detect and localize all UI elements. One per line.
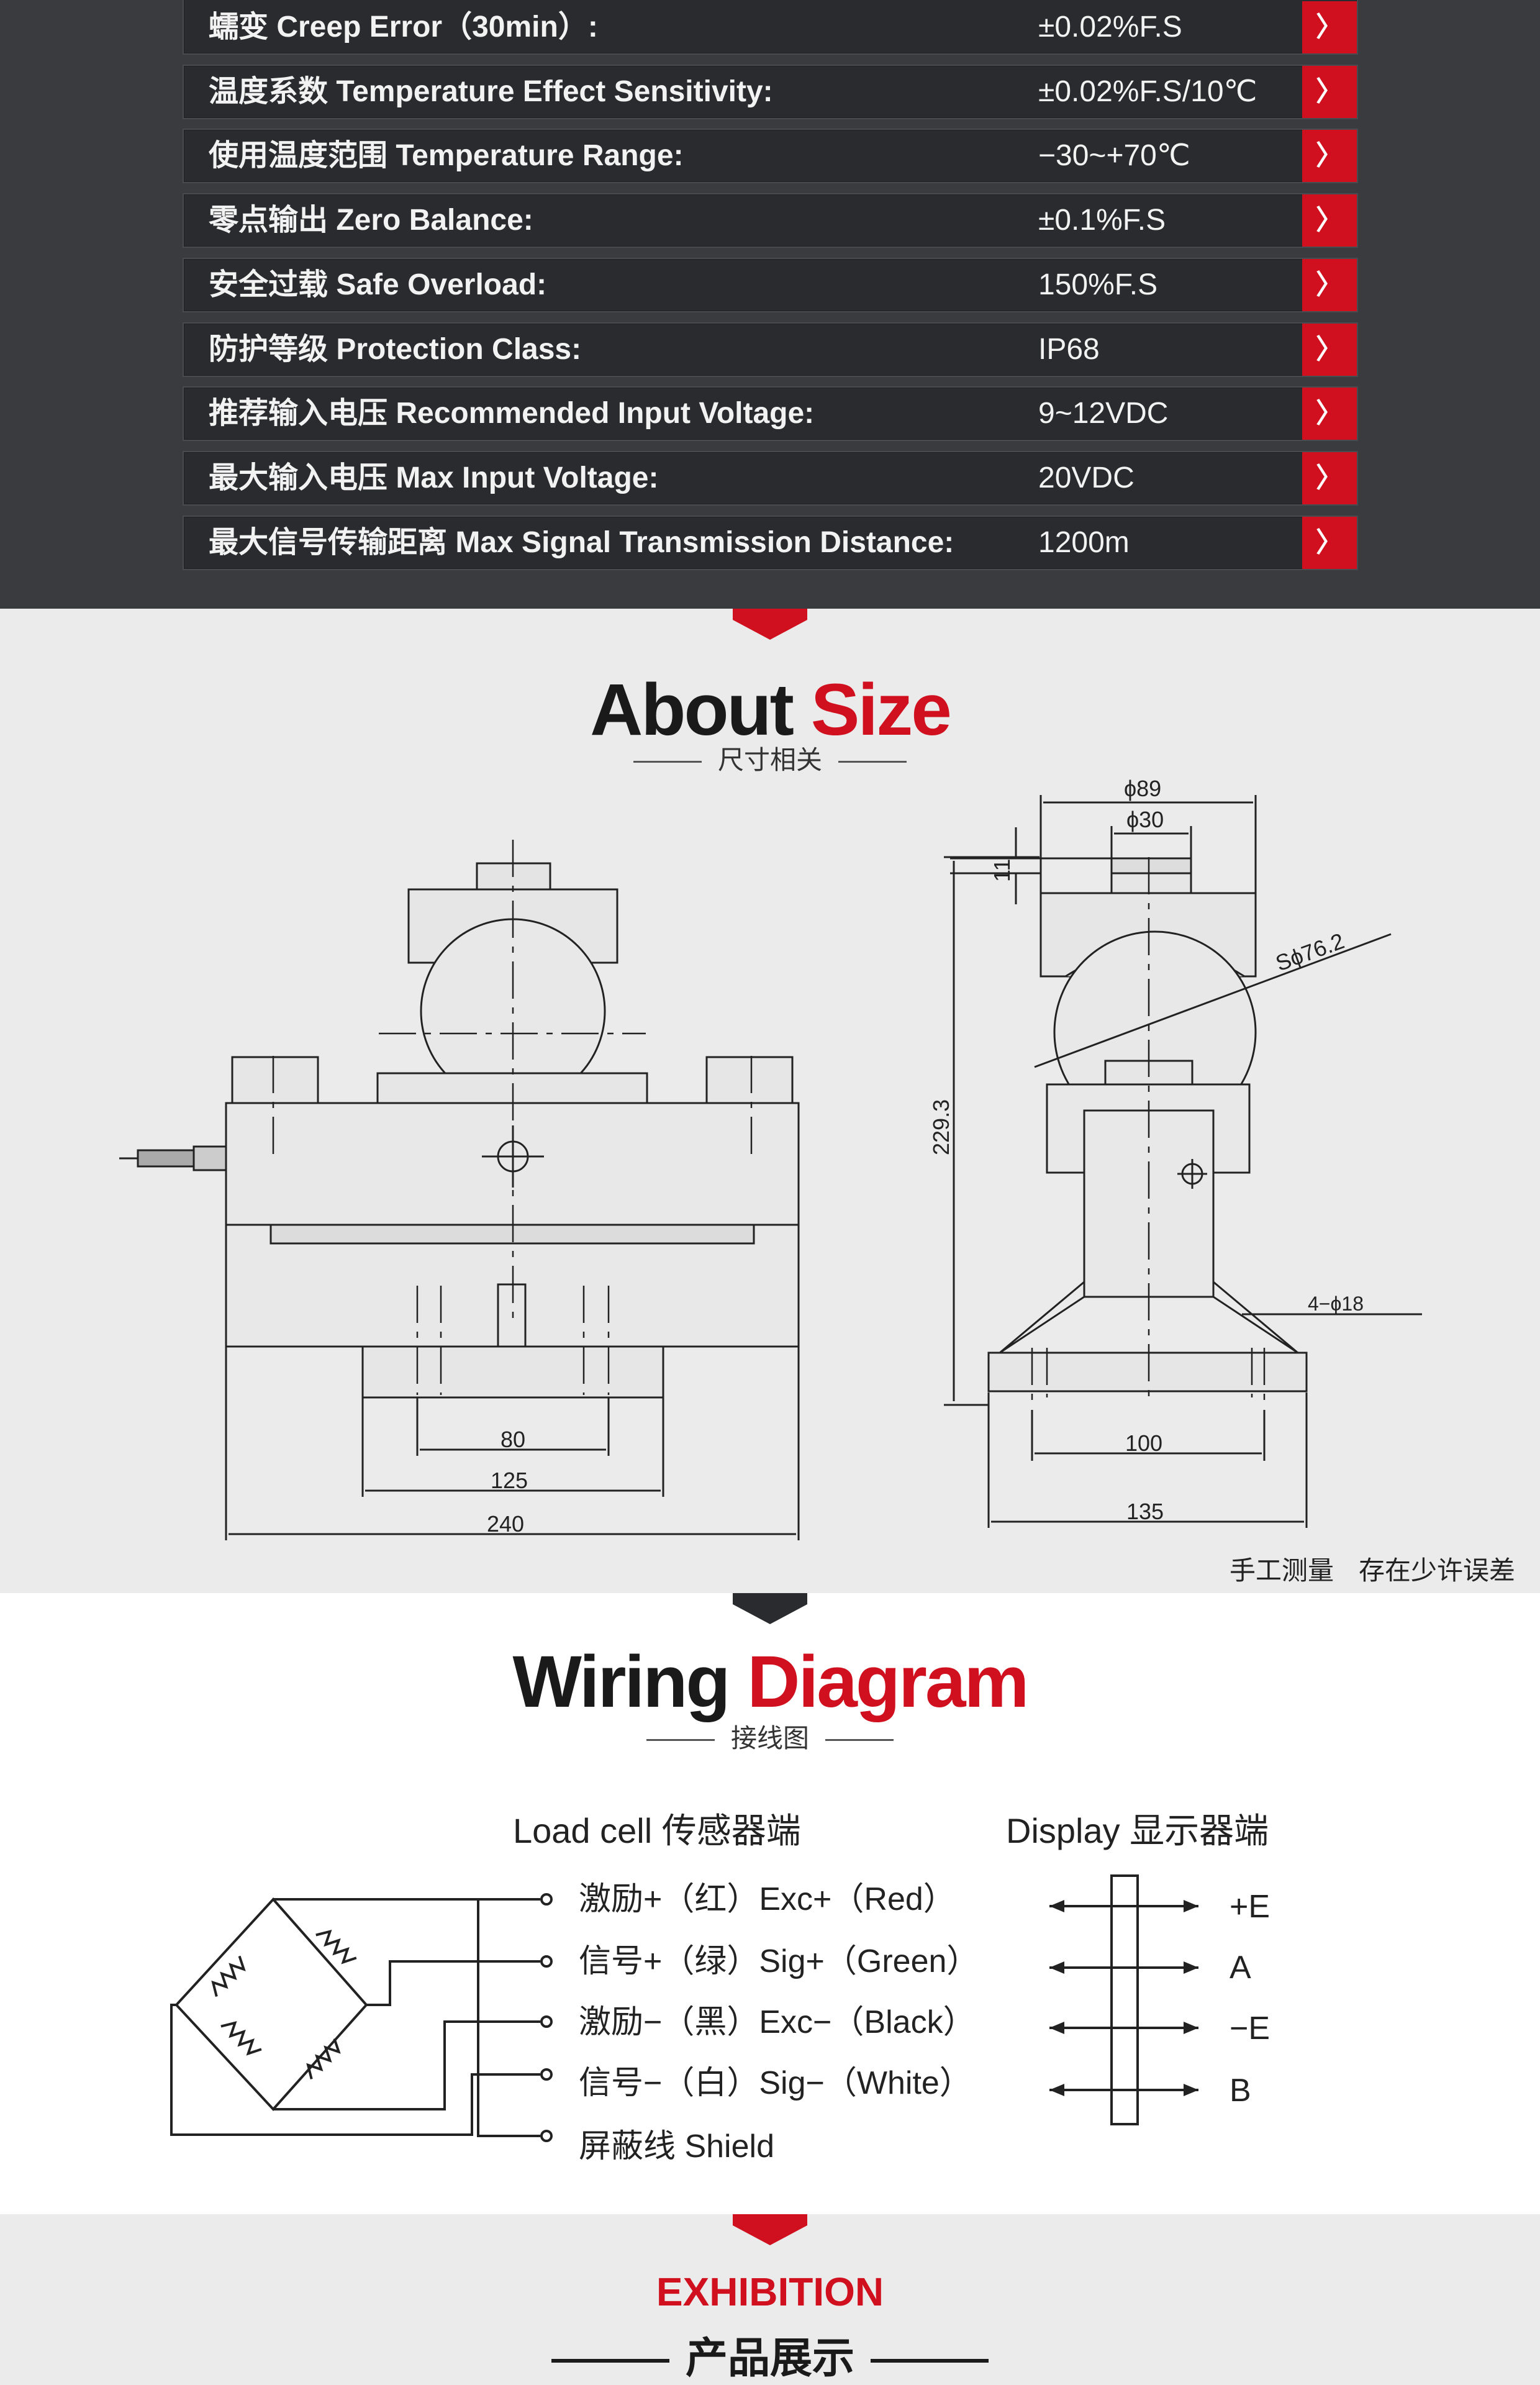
- loadcell-header: Load cell 传感器端: [513, 1811, 801, 1850]
- spec-value: 150%F.S: [1038, 268, 1158, 301]
- spec-row[interactable]: 推荐输入电压 Recommended Input Voltage: 9~12VDC…: [183, 386, 1358, 441]
- spec-label: 使用温度范围 Temperature Range:: [209, 139, 684, 172]
- spec-value: 20VDC: [1038, 461, 1135, 494]
- chevron-right-icon[interactable]: 〉: [1302, 517, 1357, 569]
- spec-row[interactable]: 使用温度范围 Temperature Range: −30~+70℃ 〉: [183, 129, 1358, 183]
- spec-row[interactable]: 零点输出 Zero Balance: ±0.1%F.S 〉: [183, 193, 1358, 248]
- front-view: [119, 840, 800, 1540]
- dimension-drawing: 80 125 240 ϕ89 ϕ30 11 Sϕ76.2 229.3 4−ϕ18…: [119, 776, 1422, 1540]
- chevron-right-icon[interactable]: 〉: [1302, 194, 1357, 247]
- chevron-right-icon[interactable]: 〉: [1302, 259, 1357, 311]
- spec-label: 最大输入电压 Max Input Voltage:: [209, 461, 659, 494]
- wire-label: 信号+（绿）Sig+（Green）: [579, 1943, 979, 1979]
- spec-row[interactable]: 温度系数 Temperature Effect Sensitivity: ±0.0…: [183, 65, 1358, 119]
- dim-229: 229.3: [928, 1099, 954, 1155]
- spec-label: 零点输出 Zero Balance:: [209, 204, 533, 237]
- terminal-label: +E: [1230, 1889, 1270, 1925]
- measure-note: 手工测量 存在少许误差: [1229, 1555, 1515, 1586]
- dim-135: 135: [1126, 1499, 1164, 1524]
- wire-label: 屏蔽线 Shield: [579, 2128, 774, 2165]
- wiring-title-a: Wiring: [512, 1641, 731, 1723]
- chevron-right-icon[interactable]: 〉: [1302, 1, 1357, 53]
- terminal-label: −E: [1230, 2010, 1270, 2047]
- dim-holes: 4−ϕ18: [1308, 1292, 1364, 1315]
- size-subtitle-text: 尺寸相关: [717, 745, 822, 775]
- dim-phi30: ϕ30: [1126, 807, 1164, 832]
- spec-label: 最大信号传输距离 Max Signal Transmission Distanc…: [209, 526, 954, 559]
- spec-value: −30~+70℃: [1038, 139, 1190, 172]
- spec-value: IP68: [1038, 333, 1100, 366]
- wire-label: 激励+（红）Exc+（Red）: [579, 1881, 956, 1917]
- spec-label: 防护等级 Protection Class:: [209, 333, 582, 366]
- spec-value: 1200m: [1038, 526, 1130, 559]
- terminal-label: A: [1230, 1950, 1251, 1986]
- spec-row[interactable]: 防护等级 Protection Class: IP68 〉: [183, 322, 1358, 377]
- exhibition-section: EXHIBITION 产品展示: [0, 2214, 1540, 2385]
- dim-80: 80: [500, 1427, 525, 1452]
- wire-label: 激励−（黑）Exc−（Black）: [579, 2004, 976, 2040]
- exhibition-title: EXHIBITION: [656, 2269, 884, 2314]
- spec-row[interactable]: 最大信号传输距离 Max Signal Transmission Distanc…: [183, 516, 1358, 570]
- wiring-section: Wiring Diagram 接线图: [0, 1593, 1540, 2214]
- wiring-subtitle-text: 接线图: [730, 1723, 809, 1753]
- spec-label: 推荐输入电压 Recommended Input Voltage:: [209, 397, 815, 430]
- wiring-title-b: Diagram: [747, 1641, 1029, 1723]
- spec-row[interactable]: 安全过载 Safe Overload: 150%F.S 〉: [183, 258, 1358, 312]
- spec-label: 安全过载 Safe Overload:: [209, 268, 547, 301]
- wiring-diagram: Load cell 传感器端 Display 显示器端 激励+（红）Exc+（R…: [170, 1811, 1270, 2165]
- size-title-b: Size: [810, 669, 952, 751]
- spec-label: 温度系数 Temperature Effect Sensitivity:: [209, 75, 773, 108]
- dim-phi89: ϕ89: [1124, 776, 1161, 801]
- spec-label: 蠕变 Creep Error（30min）:: [209, 11, 598, 43]
- wiring-subtitle: 接线图: [0, 1717, 1540, 1755]
- spec-row[interactable]: 最大输入电压 Max Input Voltage: 20VDC 〉: [183, 451, 1358, 506]
- exhibition-subtitle-text: 产品展示: [685, 2334, 854, 2383]
- chevron-down-icon: [733, 609, 807, 640]
- spec-value: 9~12VDC: [1038, 397, 1169, 430]
- chevron-right-icon[interactable]: 〉: [1302, 130, 1357, 182]
- size-section: About Size 尺寸相关: [0, 609, 1540, 1593]
- chevron-down-icon: [733, 2214, 807, 2245]
- spec-row[interactable]: 蠕变 Creep Error（30min）: ±0.02%F.S 〉: [183, 0, 1358, 55]
- spec-value: ±0.1%F.S: [1038, 204, 1166, 237]
- dim-11: 11: [989, 859, 1015, 882]
- size-title-a: About: [590, 669, 794, 751]
- exhibition-subtitle: 产品展示: [0, 2324, 1540, 2385]
- chevron-down-icon: [733, 1593, 807, 1624]
- size-title: About Size: [0, 668, 1540, 752]
- chevron-right-icon[interactable]: 〉: [1302, 452, 1357, 504]
- chevron-right-icon[interactable]: 〉: [1302, 388, 1357, 440]
- display-header: Display 显示器端: [1006, 1811, 1269, 1850]
- dim-240: 240: [487, 1511, 524, 1537]
- terminal-label: B: [1230, 2073, 1251, 2109]
- wire-label: 信号−（白）Sig−（White）: [579, 2065, 972, 2101]
- dim-125: 125: [491, 1468, 528, 1493]
- chevron-right-icon[interactable]: 〉: [1302, 324, 1357, 376]
- spec-value: ±0.02%F.S: [1038, 11, 1182, 43]
- chevron-right-icon[interactable]: 〉: [1302, 66, 1357, 118]
- side-view: [944, 795, 1422, 1528]
- dim-100: 100: [1125, 1430, 1162, 1456]
- size-subtitle: 尺寸相关: [0, 739, 1540, 777]
- spec-section: 蠕变 Creep Error（30min）:±0.02%F.S〉温度系数 Tem…: [0, 0, 1540, 609]
- spec-value: ±0.02%F.S/10℃: [1038, 75, 1257, 108]
- dim-sphere: Sϕ76.2: [1272, 928, 1348, 976]
- wiring-title: Wiring Diagram: [0, 1640, 1540, 1724]
